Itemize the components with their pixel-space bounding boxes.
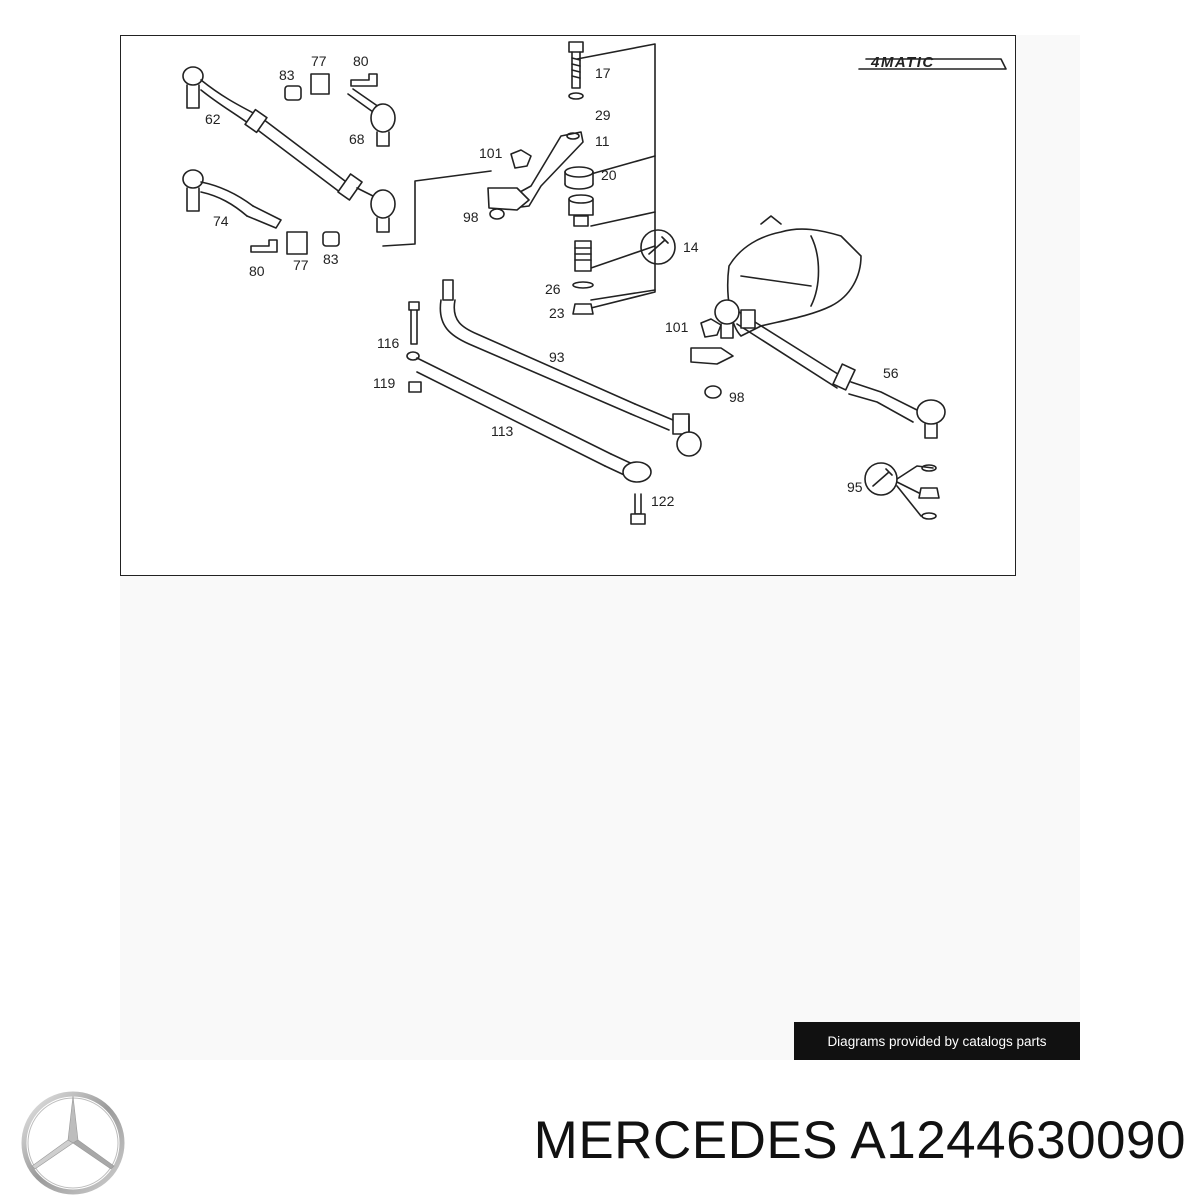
nut-83-lower	[322, 231, 340, 247]
tie-rod-113	[416, 357, 652, 483]
washer-119	[406, 351, 420, 361]
4matic-badge-label: 4MATIC	[870, 54, 935, 71]
nut-101-right	[700, 318, 722, 338]
part-title: MERCEDES A1244630090	[534, 1110, 1186, 1171]
mount-bracket	[487, 149, 532, 220]
clamp-77-lower	[286, 231, 308, 255]
callout-11: 11	[595, 133, 610, 149]
callout-98: 98	[463, 209, 479, 225]
bolt-122	[630, 493, 646, 525]
callout-14: 14	[683, 239, 699, 255]
bushing-20	[564, 166, 594, 190]
callout-77-lower: 77	[293, 257, 309, 273]
steering-gearbox	[726, 215, 862, 337]
callout-101-right: 101	[665, 319, 689, 335]
bolt-80-lower	[250, 239, 278, 253]
callout-77: 77	[311, 53, 327, 69]
callout-labels: 17 29 11 20 14 26 23 101 98 62 83 77 80 …	[205, 53, 935, 509]
ball-joint-upper	[370, 189, 396, 233]
pitman-arm-11	[508, 131, 584, 209]
tie-rod-74	[182, 169, 282, 229]
credit-banner: Diagrams provided by catalogs parts	[794, 1022, 1080, 1060]
callout-74: 74	[213, 213, 229, 229]
callout-56: 56	[883, 365, 899, 381]
clamp-77	[310, 73, 330, 95]
brand-footer: MERCEDES A1244630090	[0, 1080, 1200, 1200]
4matic-badge	[858, 58, 1007, 70]
steering-linkage-illustration: 17 29 11 20 14 26 23 101 98 62 83 77 80 …	[182, 41, 1007, 525]
bracket-right	[690, 347, 734, 365]
callout-83: 83	[279, 67, 295, 83]
callout-95: 95	[847, 479, 863, 495]
leader-bracket-top	[576, 43, 656, 309]
callout-23: 23	[549, 305, 565, 321]
washer-29	[568, 92, 584, 100]
mercedes-star-icon	[21, 1091, 125, 1195]
nut-98-right	[704, 385, 722, 399]
callout-116: 116	[377, 335, 400, 351]
bolt-17	[568, 41, 584, 89]
torque-wrench-icon-95	[864, 462, 940, 520]
callout-68: 68	[349, 131, 365, 147]
callout-26: 26	[545, 281, 561, 297]
parts-diagram: 17 29 11 20 14 26 23 101 98 62 83 77 80 …	[120, 35, 1016, 576]
nut-83	[284, 85, 302, 101]
torque-wrench-icon	[640, 229, 676, 265]
callout-122: 122	[651, 493, 675, 509]
idler-stack	[568, 194, 594, 315]
bolt-116	[408, 301, 420, 345]
callout-83-lower: 83	[323, 251, 339, 267]
callout-29: 29	[595, 107, 611, 123]
callout-98-right: 98	[729, 389, 745, 405]
brand-name: MERCEDES	[533, 1111, 839, 1170]
callout-80-lower: 80	[249, 263, 265, 279]
callout-80: 80	[353, 53, 369, 69]
bolt-80	[350, 73, 378, 87]
callout-119: 119	[373, 375, 396, 391]
callout-62: 62	[205, 111, 221, 127]
callout-93: 93	[549, 349, 565, 365]
nut-119	[408, 381, 422, 393]
drag-link-93	[439, 279, 702, 457]
ball-joint-68	[347, 88, 396, 147]
callout-113: 113	[491, 423, 514, 439]
callout-101: 101	[479, 145, 503, 161]
tie-rod-56	[714, 299, 946, 439]
callout-20: 20	[601, 167, 617, 183]
part-number: A1244630090	[850, 1111, 1186, 1170]
callout-17: 17	[595, 65, 611, 81]
tie-rod-62	[182, 66, 374, 201]
